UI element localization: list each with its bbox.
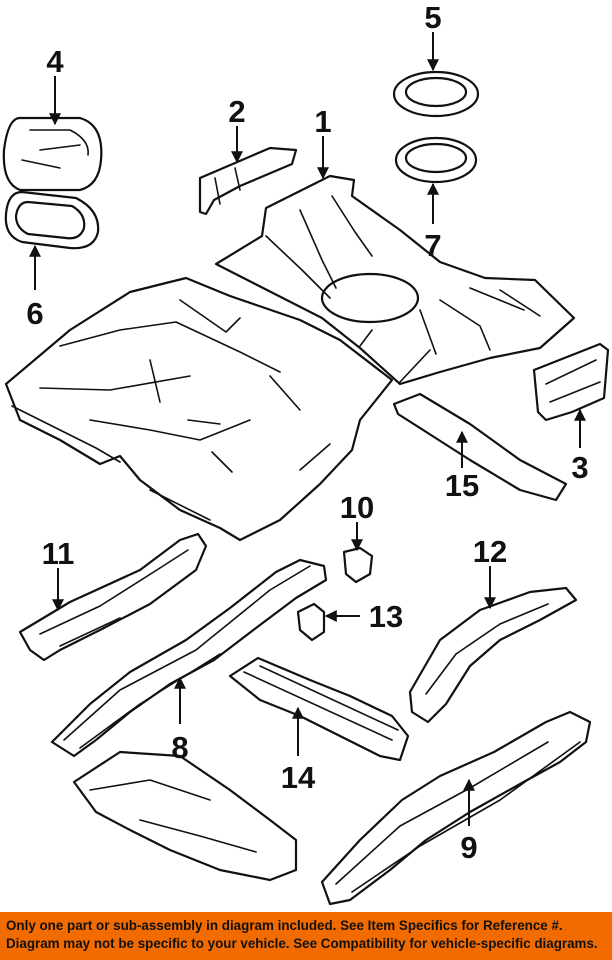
disclaimer-line-2: Diagram may not be specific to your vehi… (6, 936, 598, 951)
part-2-bracket (198, 146, 298, 216)
part-10-clip (342, 546, 374, 584)
callout-6: 6 (26, 296, 43, 331)
callout-9: 9 (460, 830, 477, 865)
part-11-rail (18, 532, 208, 662)
front-floor-pan (4, 276, 394, 542)
floor-side-panel (72, 750, 298, 882)
part-3-bracket (532, 342, 610, 422)
part-13-clip (296, 602, 326, 642)
part-15-reinforcement (392, 392, 568, 502)
callout-15: 15 (445, 468, 479, 503)
callout-2: 2 (228, 94, 245, 129)
part-14-crossmember (228, 656, 410, 762)
callout-1: 1 (314, 104, 331, 139)
callout-8: 8 (171, 730, 188, 765)
callout-13: 13 (369, 599, 403, 634)
part-8-rail (50, 558, 328, 758)
callout-5: 5 (424, 0, 441, 35)
callout-12: 12 (473, 534, 507, 569)
parts-diagram: 1 2 3 4 5 6 7 8 9 10 11 12 13 14 15 (2, 0, 610, 906)
part-4-plug (2, 116, 103, 192)
part-1-rear-floor-pan (214, 174, 576, 386)
callout-4: 4 (46, 44, 64, 79)
disclaimer-banner: Only one part or sub-assembly in diagram… (0, 912, 612, 960)
callout-3: 3 (571, 450, 588, 485)
callout-11: 11 (42, 536, 75, 571)
disclaimer-line-1: Only one part or sub-assembly in diagram… (6, 918, 563, 933)
callout-7: 7 (424, 228, 441, 263)
callout-14: 14 (281, 760, 316, 795)
callout-10: 10 (340, 490, 374, 525)
part-9-rail (320, 710, 592, 906)
part-5-ring (392, 70, 480, 118)
part-6-plug (4, 190, 100, 250)
leader-lines (29, 32, 586, 826)
part-7-ring (394, 136, 478, 184)
part-12-rail (408, 586, 578, 724)
